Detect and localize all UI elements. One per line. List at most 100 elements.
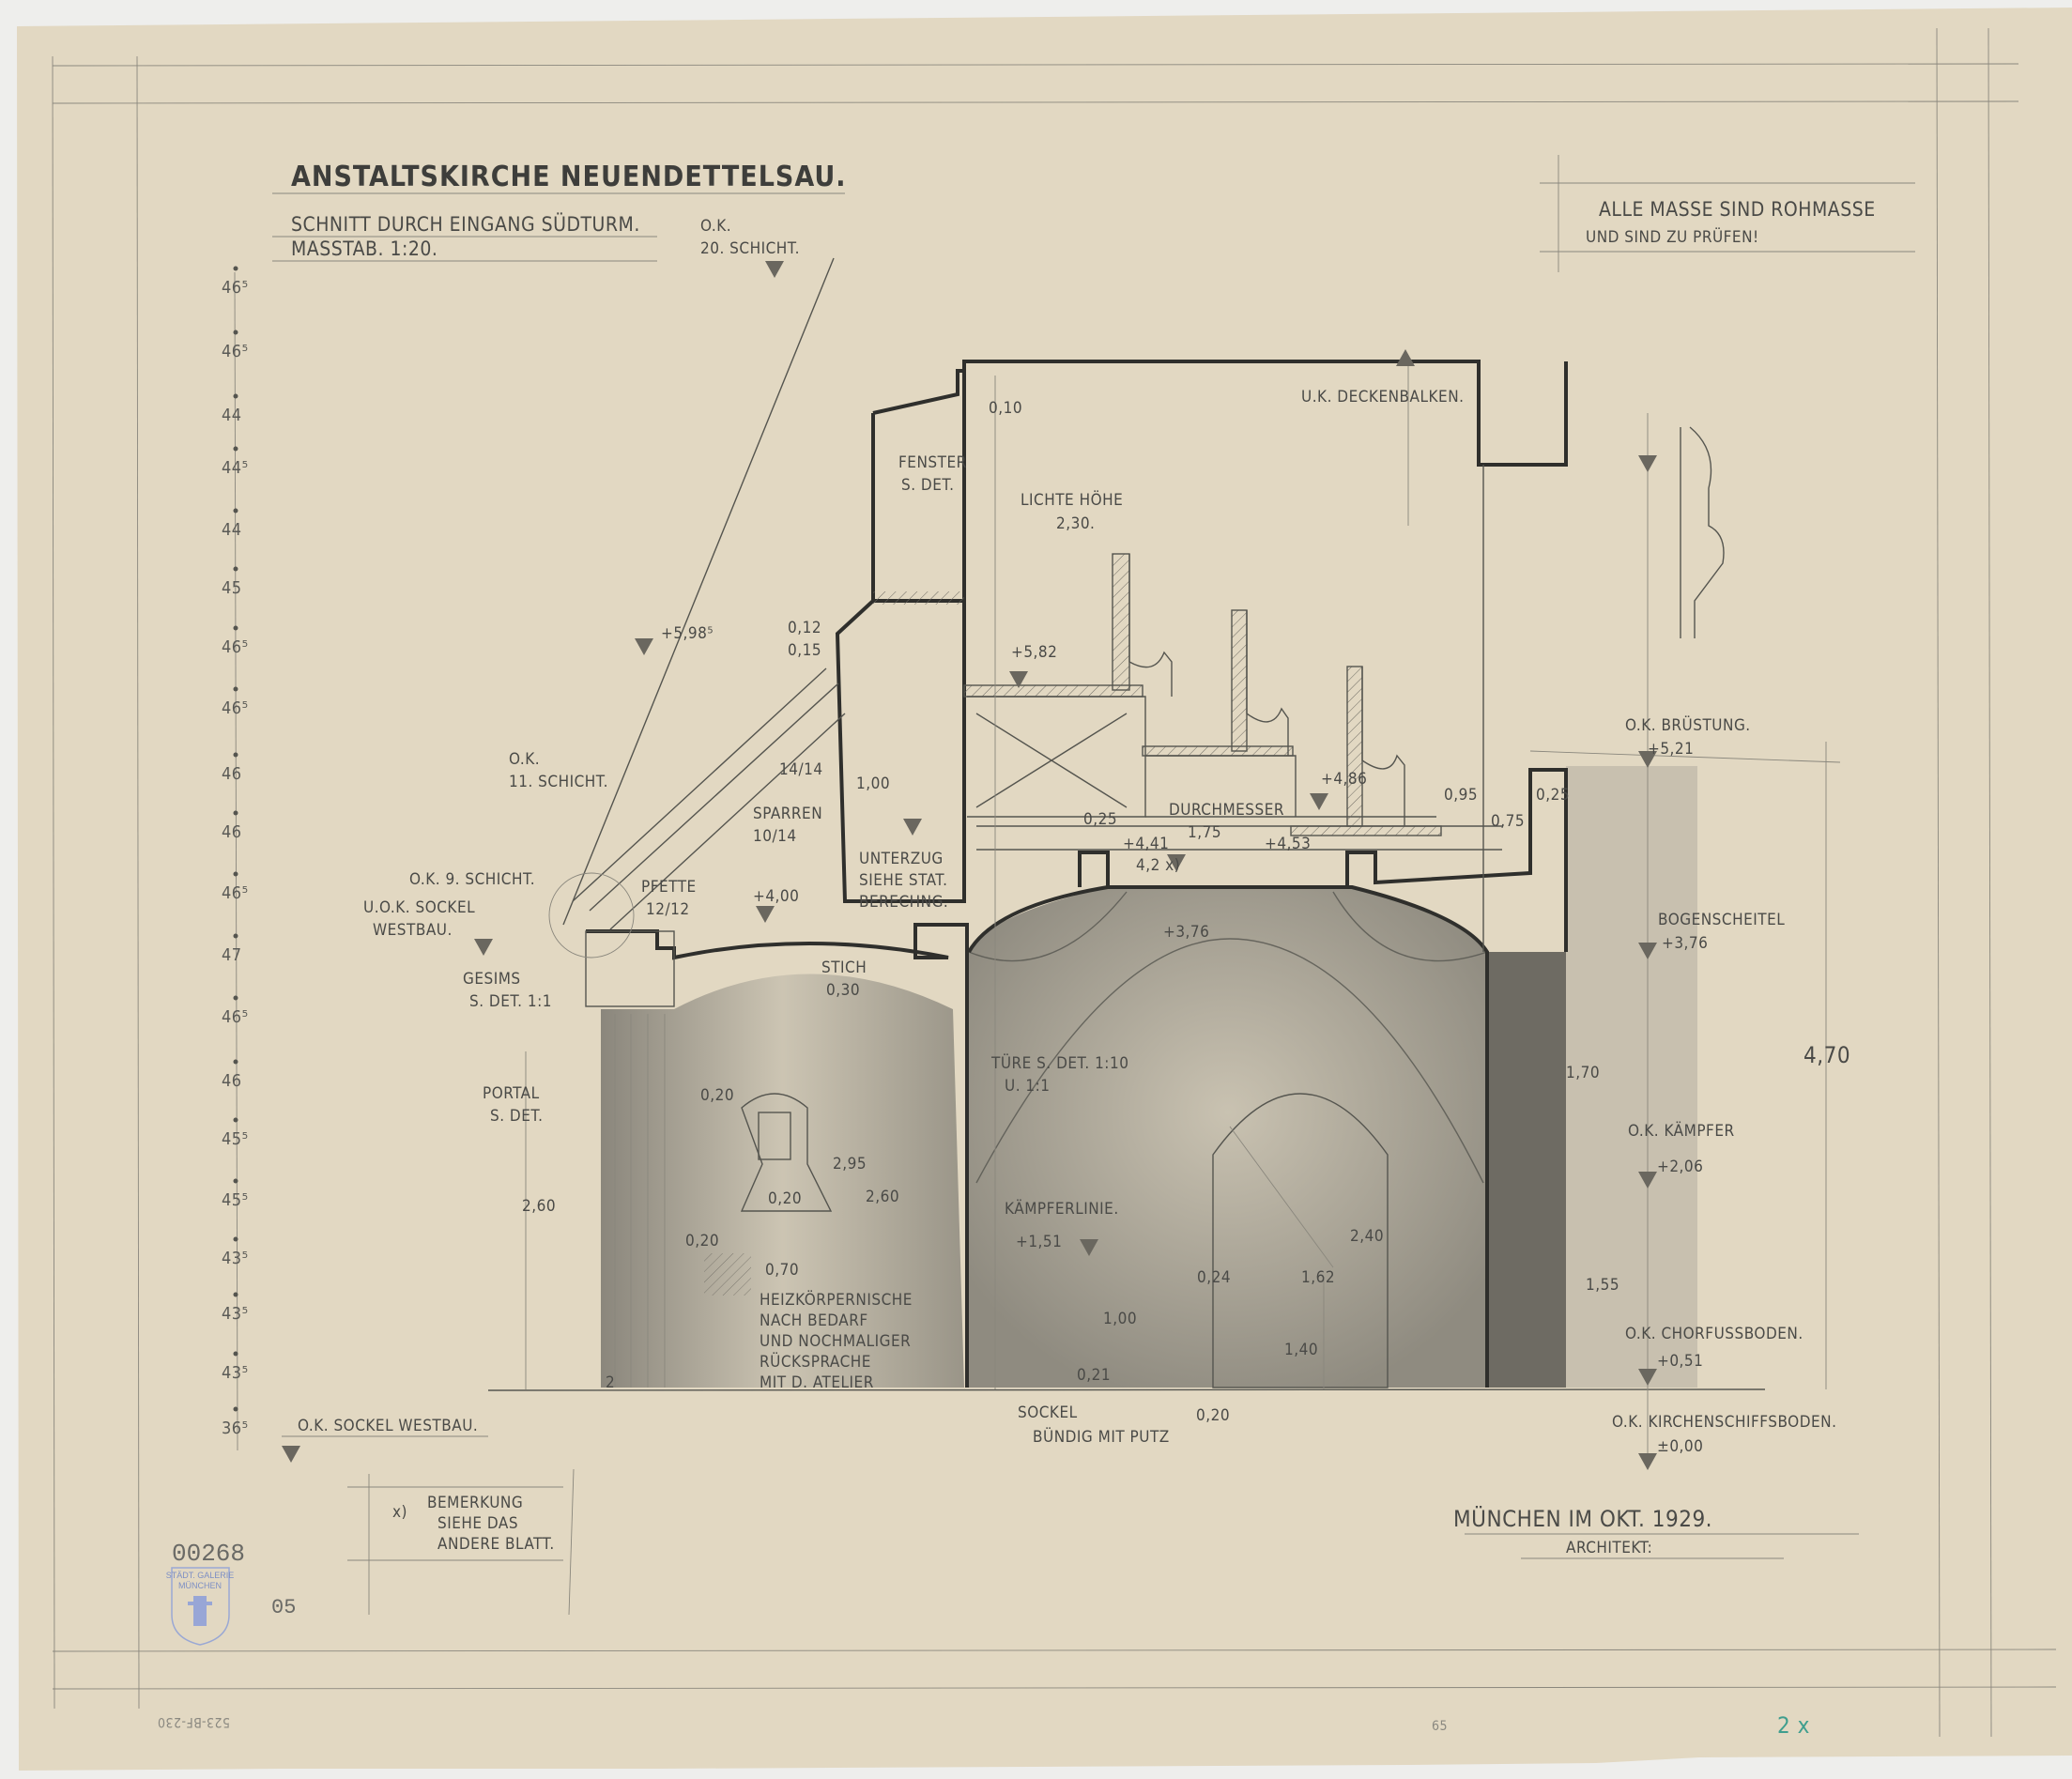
course-scale-tick [233,566,238,572]
label-ok-20-schicht-b: 20. SCHICHT. [700,239,800,258]
label-heiz-b: NACH BEDARF [760,1311,868,1330]
label-lv-582: +5,82 [1011,643,1057,662]
course-scale-tick [233,1117,238,1123]
course-scale-tick [233,508,238,514]
label-sockel-a: SOCKEL [1018,1403,1078,1422]
label-fenster-a: FENSTER [898,453,967,472]
label-sockel-b: BÜNDIG MIT PUTZ [1033,1426,1170,1447]
course-scale-label: 44 [222,406,242,425]
label-d162: 1,62 [1301,1268,1335,1287]
signature-role: ARCHITEKT: [1566,1539,1652,1557]
label-portal-b: S. DET. [490,1107,544,1126]
sheet-frame [52,27,2057,1738]
section-drawing [282,257,1841,1470]
choir-wall-shading [1566,766,1697,1388]
label-d020-c: 0,20 [685,1232,719,1250]
label-tuere-a: TÜRE S. DET. 1:10 [990,1052,1128,1073]
signature-place-date: MÜNCHEN IM OKT. 1929. [1453,1505,1712,1532]
course-scale-tick [233,1351,238,1357]
label-lv-400: +4,00 [753,887,799,906]
label-d42x: 4,2 x) [1136,856,1180,875]
label-kaempfer-b: +2,06 [1657,1158,1703,1176]
course-scale-tick [233,446,238,452]
drawing-title: ANSTALTSKIRCHE NEUENDETTELSAU. [291,161,847,193]
course-scale-label: 46⁵ [222,637,249,657]
label-d2: 2 [606,1373,615,1392]
course-scale-label: 45⁵ [222,1190,249,1210]
course-scale-tick [233,1236,238,1242]
label-heiz-d: RÜCKSPRACHE [760,1351,871,1372]
munich-child-icon [188,1596,212,1626]
label-lv-441: +4,41 [1123,835,1169,853]
label-ok-11-b: 11. SCHICHT. [509,773,608,791]
label-d260-a: 2,60 [866,1188,899,1206]
label-bruestung-b: +5,21 [1648,740,1694,759]
door-arch [1212,1093,1389,1388]
label-lichte-hoehe-b: 2,30. [1056,514,1095,533]
label-chorfussboden-a: O.K. CHORFUSSBODEN. [1625,1325,1803,1343]
course-scale-tick [233,686,238,692]
course-scale-tick [233,330,238,335]
label-d021: 0,21 [1077,1366,1111,1385]
label-gesims-b: S. DET. 1:1 [469,992,552,1011]
label-sockel-westbau-b: WESTBAU. [373,921,453,940]
label-heiz-e: MIT D. ATELIER [760,1373,874,1392]
label-d025-a: 0,25 [1083,810,1117,829]
label-d155: 1,55 [1586,1276,1619,1295]
inventory-number: 00268 [172,1540,245,1568]
drawing-subtitle: SCHNITT DURCH EINGANG SÜDTURM. [291,212,640,236]
label-sparren-a: SPARREN [753,805,822,823]
portal-vault [601,974,964,1388]
copies-mark: 2 x [1777,1712,1810,1739]
label-d140: 1,40 [1284,1341,1318,1359]
label-ok-sockel-westbau: O.K. SOCKEL WESTBAU. [298,1417,478,1435]
label-heiz-a: HEIZKÖRPERNISCHE [760,1289,913,1310]
sheet-number: 05 [271,1596,296,1619]
stamp-line1: STÄDT. GALERIE [166,1571,235,1580]
label-sparren-b: 10/14 [753,827,797,846]
pencil-mark: 65 [1432,1719,1448,1734]
course-scale-tick [233,1406,238,1412]
label-bogenscheitel-a: BOGENSCHEITEL [1658,911,1785,929]
course-scale: 46⁵46⁵4444⁵444546⁵46⁵464646⁵4746⁵4645⁵45… [222,266,249,1451]
label-lv-453: +4,53 [1265,835,1311,853]
course-scale-label: 43⁵ [222,1363,249,1383]
label-d100-b: 1,00 [1103,1310,1137,1328]
label-lv-598: +5,98⁵ [661,624,714,643]
label-d470: 4,70 [1803,1042,1850,1068]
stamp-line2: MÜNCHEN [178,1581,222,1590]
label-chorfussboden-b: +0,51 [1657,1352,1703,1371]
course-scale-label: 46⁵ [222,1007,249,1027]
course-scale-label: 45 [222,578,242,598]
course-scale-tick [233,625,238,631]
label-lv-486: +4,86 [1321,770,1367,789]
archive-stamp: 00268 STÄDT. GALERIE MÜNCHEN 05 [166,1540,296,1646]
course-scale-tick [233,871,238,877]
label-kaempferlinie-b: +1,51 [1016,1233,1062,1251]
remark-line2: SIEHE DAS [437,1514,518,1533]
course-scale-tick [233,1178,238,1184]
label-d1414: 14/14 [779,760,823,779]
course-scale-label: 46 [222,1071,242,1091]
bottom-code: 523-BF-230 [157,1714,230,1729]
label-pfette-a: PFETTE [641,878,697,897]
label-sockel-westbau-a: U.O.K. SOCKEL [363,898,475,917]
label-d020-a: 0,20 [700,1086,734,1105]
label-d075: 0,75 [1491,812,1525,831]
label-fenster-b: S. DET. [901,476,955,495]
course-scale-label: 44 [222,520,242,540]
course-scale-tick [233,1292,238,1297]
label-heiz-c: UND NOCHMALIGER [760,1332,911,1351]
label-lichte-hoehe-a: LICHTE HÖHE [1021,489,1123,510]
remark-line3: ANDERE BLATT. [437,1535,555,1554]
label-d070: 0,70 [765,1261,799,1280]
course-scale-tick [233,393,238,399]
label-kirchenschiff-b: ±0,00 [1657,1437,1703,1456]
label-lv-376: +3,76 [1163,923,1209,942]
label-ok-20-schicht-a: O.K. [700,217,731,236]
course-scale-label: 46⁵ [222,883,249,903]
course-scale-label: 46⁵ [222,342,249,361]
label-ok-11-a: O.K. [509,750,540,769]
label-bruestung-a: O.K. BRÜSTUNG. [1625,714,1751,735]
